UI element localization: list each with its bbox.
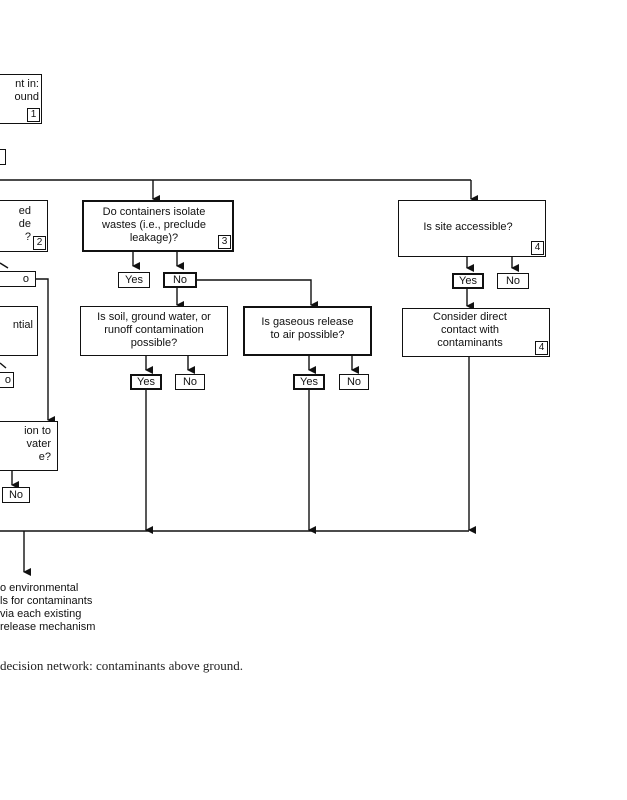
box-containers-question: Do containers isolate wastes (i.e., prec… <box>82 200 234 252</box>
result-line-2: ls for contaminants <box>0 595 93 607</box>
box-left-small <box>0 149 6 165</box>
box-left-question-line2: de <box>18 218 31 230</box>
left-no-option-2: o <box>0 372 14 388</box>
box-containers-number: 3 <box>218 235 231 249</box>
box-containers-line1: Do containers isolate <box>102 206 206 218</box>
result-line-4: release mechanism <box>0 621 96 633</box>
box-gaseous-question: Is gaseous release to air possible? <box>243 306 372 356</box>
gas-no-option: No <box>339 374 369 390</box>
box-direct-contact: Consider direct contact with contaminant… <box>402 308 550 357</box>
containers-yes-option: Yes <box>118 272 150 288</box>
box-gaseous-line2: to air possible? <box>270 329 345 341</box>
box-direct-line2: contact with <box>440 324 500 336</box>
box-site-number: 4 <box>531 241 544 255</box>
connector-no-to-gas <box>197 279 318 309</box>
box-left-mid-line1: ntial <box>12 319 33 331</box>
figure-caption: decision network: contaminants above gro… <box>0 658 243 673</box>
box-left-low-line3: e? <box>38 451 51 463</box>
site-no-option: No <box>497 273 529 289</box>
containers-no-option: No <box>163 272 197 288</box>
result-text: o environmental ls for contaminants via … <box>0 582 95 634</box>
box-left-low-line1: ion to <box>24 425 51 437</box>
box-containers-line2: wastes (i.e., preclude <box>102 219 206 231</box>
box-gaseous-line1: Is gaseous release <box>261 316 354 328</box>
left-no-option-3: No <box>2 487 30 503</box>
box-left-question-number: 2 <box>33 236 46 250</box>
box-left-question: ed de ? 2 <box>0 200 48 252</box>
box-site-line1: Is site accessible? <box>423 221 513 233</box>
box-direct-line1: Consider direct <box>433 311 507 323</box>
left-connector-2 <box>0 362 7 369</box>
box-soil-line2: runoff contamination <box>104 324 204 336</box>
result-line-1: o environmental <box>0 582 79 594</box>
left-no-to-lower <box>36 278 55 424</box>
box-direct-line3: contaminants <box>437 337 503 349</box>
box-left-mid: ntial <box>0 306 38 356</box>
box-soil-line3: possible? <box>130 337 178 349</box>
box-top-left-line2: ound <box>14 91 39 103</box>
box-direct-number: 4 <box>535 341 548 355</box>
box-left-low: ion to vater e? <box>0 421 58 471</box>
site-yes-option: Yes <box>452 273 484 289</box>
box-soil-line1: Is soil, ground water, or <box>97 311 211 323</box>
soil-no-option: No <box>175 374 205 390</box>
box-containers-line3: leakage)? <box>129 232 179 244</box>
left-connector-1 <box>0 262 9 269</box>
box-site-question: Is site accessible? 4 <box>398 200 546 257</box>
box-left-question-line3: ? <box>24 231 31 243</box>
box-top-left-line1: nt in: <box>15 78 39 90</box>
box-left-question-line1: ed <box>18 205 31 217</box>
box-soil-question: Is soil, ground water, or runoff contami… <box>80 306 228 356</box>
gas-yes-option: Yes <box>293 374 325 390</box>
box-top-left-number: 1 <box>27 108 40 122</box>
left-no-option-1: o <box>0 271 36 287</box>
soil-yes-option: Yes <box>130 374 162 390</box>
box-left-low-line2: vater <box>26 438 51 450</box>
result-line-3: via each existing <box>0 608 82 620</box>
box-top-left: nt in: ound 1 <box>0 74 42 124</box>
